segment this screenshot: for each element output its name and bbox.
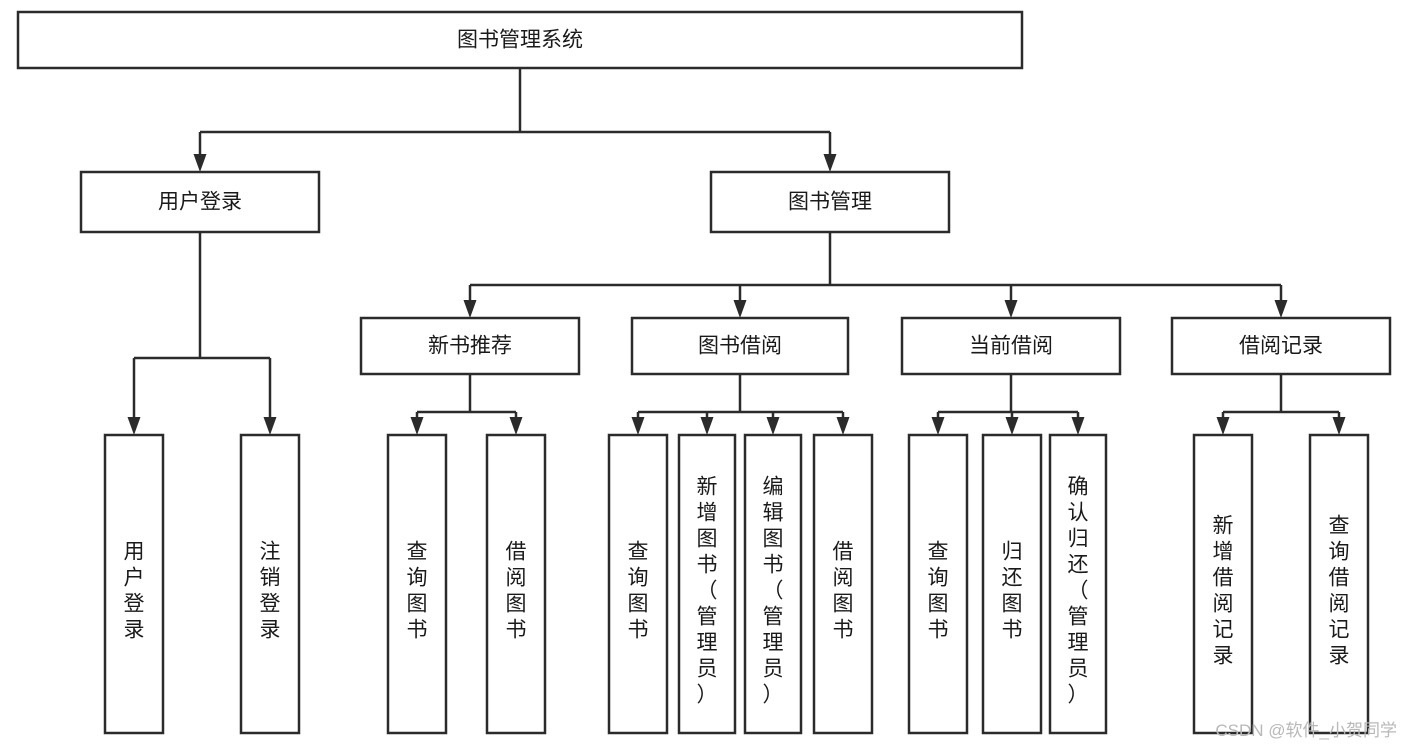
arrow-head-icon [733,300,747,318]
edge-group-n_borrow [631,374,850,435]
node-label: 借阅图书 [833,540,854,641]
node-label: 图书管理系统 [457,29,583,52]
node-label: 当前借阅 [969,335,1053,358]
node-n_borrow[interactable]: 图书借阅 [630,316,850,376]
node-layer: 图书管理系统用户登录图书管理新书推荐图书借阅当前借阅借阅记录用户登录注销登录查询… [16,10,1392,735]
node-l_borrow_book_1[interactable]: 借阅图书 [485,433,547,735]
edge-group-n_record [1216,374,1346,435]
node-box[interactable] [907,433,969,735]
node-label: 查询图书 [628,540,649,641]
node-l_query_book_2[interactable]: 查询图书 [607,433,669,735]
node-label: 确认归还（管理员） [1068,475,1089,706]
arrow-head-icon [836,417,850,435]
arrow-head-icon [1005,417,1019,435]
node-box[interactable] [677,433,737,735]
arrow-head-icon [766,417,780,435]
node-n_current[interactable]: 当前借阅 [900,316,1122,376]
node-l_query_book_3[interactable]: 查询图书 [907,433,969,735]
node-box[interactable] [103,433,165,735]
node-n_new_book[interactable]: 新书推荐 [359,316,581,376]
edge-group-root [193,68,837,172]
arrow-head-icon [1216,417,1230,435]
node-l_add_book[interactable]: 新增图书（管理员） [677,433,737,735]
node-label: 新增借阅记录 [1213,514,1234,667]
node-label: 用户登录 [158,191,242,214]
node-box[interactable] [812,433,874,735]
node-box[interactable] [1048,433,1108,735]
node-box[interactable] [16,10,1024,70]
arrow-head-icon [1004,300,1018,318]
node-box[interactable] [1192,433,1254,735]
node-l_query_book_1[interactable]: 查询图书 [386,433,448,735]
node-l_edit_book[interactable]: 编辑图书（管理员） [743,433,803,735]
node-box[interactable] [386,433,448,735]
arrow-head-icon [1332,417,1346,435]
node-box[interactable] [1170,316,1392,376]
node-label: 新增图书（管理员） [697,475,718,706]
node-label: 编辑图书（管理员） [763,475,784,706]
node-label: 借阅图书 [506,540,527,641]
edge-group-n_user_login [127,232,277,435]
node-l_borrow_book_2[interactable]: 借阅图书 [812,433,874,735]
node-box[interactable] [709,170,951,234]
node-root[interactable]: 图书管理系统 [16,10,1024,70]
arrow-head-icon [509,417,523,435]
edge-group-n_book_manage [463,232,1288,318]
arrow-head-icon [410,417,424,435]
node-label: 注销登录 [260,540,281,641]
node-label: 图书管理 [788,191,872,214]
node-box[interactable] [630,316,850,376]
arrow-head-icon [931,417,945,435]
node-box[interactable] [607,433,669,735]
node-l_user_login[interactable]: 用户登录 [103,433,165,735]
node-label: 查询图书 [407,540,428,641]
node-l_confirm_return[interactable]: 确认归还（管理员） [1048,433,1108,735]
connector-layer [127,68,1346,435]
node-label: 归还图书 [1002,540,1023,641]
arrow-head-icon [1274,300,1288,318]
node-box[interactable] [485,433,547,735]
arrow-head-icon [463,300,477,318]
node-label: 查询图书 [928,540,949,641]
arrow-head-icon [263,417,277,435]
arrow-head-icon [127,417,141,435]
node-n_user_login[interactable]: 用户登录 [79,170,321,234]
node-l_logout[interactable]: 注销登录 [239,433,301,735]
node-l_return_book[interactable]: 归还图书 [981,433,1043,735]
arrow-head-icon [193,154,207,172]
node-box[interactable] [79,170,321,234]
arrow-head-icon [631,417,645,435]
node-l_query_record[interactable]: 查询借阅记录 [1308,433,1370,735]
node-box[interactable] [981,433,1043,735]
edge-group-n_new_book [410,374,523,435]
node-label: 用户登录 [124,540,145,641]
node-box[interactable] [239,433,301,735]
node-box[interactable] [359,316,581,376]
node-box[interactable] [900,316,1122,376]
arrow-head-icon [700,417,714,435]
node-n_record[interactable]: 借阅记录 [1170,316,1392,376]
arrow-head-icon [823,154,837,172]
node-label: 查询借阅记录 [1329,514,1350,667]
node-n_book_manage[interactable]: 图书管理 [709,170,951,234]
node-label: 图书借阅 [698,335,782,358]
node-label: 新书推荐 [428,335,512,358]
node-box[interactable] [1308,433,1370,735]
node-label: 借阅记录 [1239,335,1323,358]
edge-group-n_current [931,374,1085,435]
arrow-head-icon [1071,417,1085,435]
node-box[interactable] [743,433,803,735]
node-l_add_record[interactable]: 新增借阅记录 [1192,433,1254,735]
